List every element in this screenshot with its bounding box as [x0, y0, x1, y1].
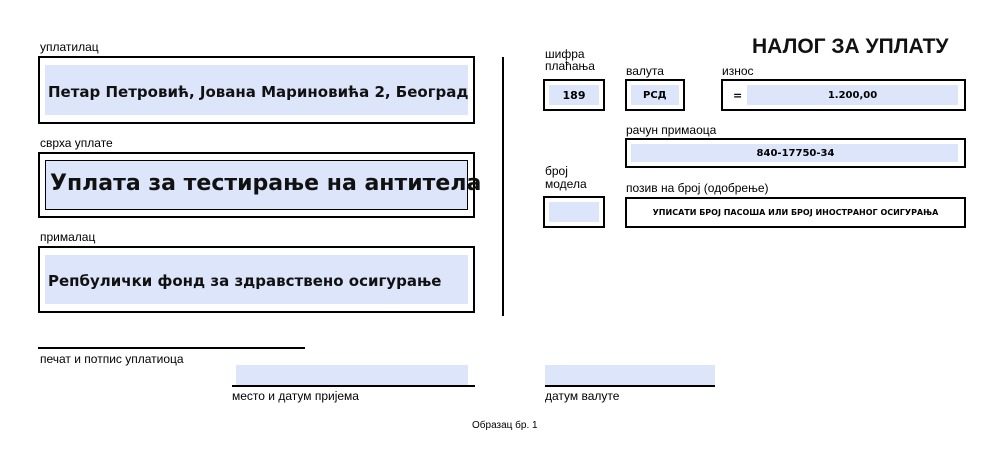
vertical-divider [502, 57, 504, 316]
payment-code-label-2: плаћања [545, 59, 595, 73]
model-number-label-1: број [545, 164, 568, 178]
recipient-field[interactable] [45, 255, 468, 304]
reference-value[interactable]: УПИСАТИ БРОЈ ПАСОША ИЛИ БРОЈ ИНОСТРАНОГ … [652, 208, 939, 217]
value-date-field[interactable] [545, 365, 715, 385]
place-date-field[interactable] [236, 365, 468, 385]
reference-label: позив на број (одобрење) [626, 181, 769, 195]
payer-label: уплатилац [40, 40, 99, 54]
payer-value: Петар Петровић, Јована Мариновића 2, Бео… [48, 83, 469, 101]
recipient-account-value: 840-17750-34 [756, 148, 835, 159]
payer-box: Петар Петровић, Јована Мариновића 2, Бео… [38, 56, 475, 124]
recipient-value: Репбулички фонд за здравствено осигурање [48, 272, 442, 290]
form-number: Образац бр. 1 [472, 420, 538, 431]
recipient-account-field[interactable] [631, 144, 958, 162]
payment-code-label-1: шифра [545, 47, 585, 61]
recipient-account-box: 840-17750-34 [625, 138, 966, 168]
value-date-label: датум валуте [545, 389, 620, 403]
model-number-box [543, 196, 605, 228]
currency-box: РСД [625, 79, 685, 111]
reference-box: УПИСАТИ БРОЈ ПАСОША ИЛИ БРОЈ ИНОСТРАНОГ … [625, 197, 966, 228]
amount-box: = 1.200,00 [721, 79, 966, 111]
payment-code-field[interactable] [549, 85, 599, 105]
place-date-label: место и датум пријема [232, 389, 359, 403]
payment-code-box: 189 [543, 79, 605, 111]
place-date-line [232, 385, 475, 387]
payer-field[interactable] [45, 65, 468, 115]
amount-field[interactable] [747, 85, 958, 105]
amount-value: 1.200,00 [827, 90, 878, 101]
signature-label: печат и потпис уплатиоца [40, 352, 184, 366]
value-date-line [545, 385, 715, 387]
purpose-label: сврха уплате [40, 136, 113, 150]
currency-label: валута [626, 64, 664, 78]
currency-value: РСД [643, 90, 667, 101]
model-number-field[interactable] [549, 202, 599, 222]
amount-equals: = [733, 89, 743, 102]
recipient-box: Репбулички фонд за здравствено осигурање [38, 246, 475, 313]
model-number-label-2: модела [545, 177, 587, 191]
signature-line [38, 347, 305, 349]
recipient-label: прималац [40, 230, 96, 244]
currency-field[interactable] [631, 85, 679, 105]
purpose-field[interactable] [45, 160, 468, 210]
payment-code-value: 189 [562, 89, 586, 102]
purpose-box: Уплата за тестирање на антитела [38, 152, 481, 218]
form-title: НАЛОГ ЗА УПЛАТУ [752, 35, 949, 58]
amount-label: износ [722, 64, 754, 78]
purpose-value: Уплата за тестирање на антитела [50, 171, 482, 196]
recipient-account-label: рачун примаоца [626, 123, 717, 137]
